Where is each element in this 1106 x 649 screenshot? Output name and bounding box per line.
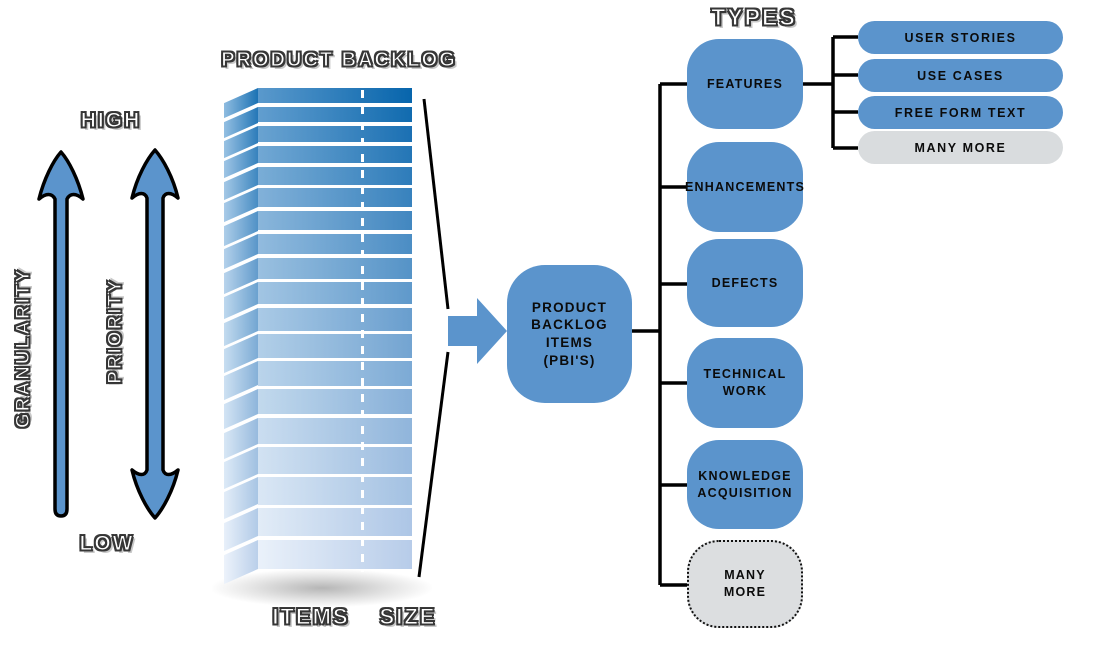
- backlog-layer: [224, 417, 412, 459]
- backlog-layer-main-face: [258, 477, 412, 505]
- backlog-layer-main-face: [258, 257, 412, 279]
- backlog-layer-main-face: [258, 361, 412, 386]
- stack-dashed-divider: [361, 90, 364, 572]
- backlog-layer-main-face: [258, 417, 412, 444]
- backlog-layer-main-face: [258, 539, 412, 569]
- backlog-layer-main-face: [258, 210, 412, 231]
- type-box-technical-work: TECHNICAL WORK: [687, 338, 803, 428]
- backlog-layer: [224, 334, 412, 373]
- subtype-pill-free-form-text: FREE FORM TEXT: [858, 96, 1063, 129]
- backlog-layer-main-face: [258, 307, 412, 331]
- backlog-layer: [224, 508, 412, 552]
- type-box-many-more: MANY MORE: [687, 540, 803, 628]
- subtype-pill-use-cases: USE CASES: [858, 59, 1063, 92]
- items-label: ITEMS: [272, 603, 350, 629]
- backlog-layer-main-face: [258, 282, 412, 305]
- backlog-layer-main-face: [258, 508, 412, 537]
- stack-shadow: [212, 569, 432, 607]
- granularity-axis-label: GRANULARITY: [12, 267, 34, 429]
- backlog-layer: [224, 233, 412, 270]
- backlog-layer: [224, 257, 412, 295]
- backlog-layer: [224, 125, 412, 158]
- backlog-layer: [224, 106, 412, 138]
- backlog-layer-main-face: [258, 233, 412, 255]
- backlog-stack-layers: [224, 88, 412, 585]
- size-label: SIZE: [379, 603, 437, 629]
- backlog-layer: [224, 447, 412, 489]
- granularity-arrow: [37, 150, 85, 518]
- types-title: TYPES: [711, 3, 797, 30]
- product-backlog-items-box: PRODUCT BACKLOG ITEMS (PBI'S): [507, 265, 632, 403]
- backlog-layer-main-face: [258, 447, 412, 474]
- backlog-layer-main-face: [258, 166, 412, 185]
- type-box-features: FEATURES: [687, 39, 803, 129]
- type-box-knowledge-acquisition: KNOWLEDGE ACQUISITION: [687, 440, 803, 529]
- product-backlog-title: PRODUCT BACKLOG: [221, 48, 457, 71]
- backlog-layer: [224, 307, 412, 346]
- backlog-layer-main-face: [258, 106, 412, 123]
- high-label: HIGH: [80, 108, 142, 132]
- convergence-line-bottom: [417, 351, 450, 578]
- subtype-pill-many-more: MANY MORE: [858, 131, 1063, 164]
- priority-axis-label: PRIORITY: [104, 278, 126, 385]
- convergence-line-top: [422, 98, 450, 310]
- priority-double-arrow: [130, 148, 180, 520]
- type-box-defects: DEFECTS: [687, 239, 803, 327]
- backlog-layer-main-face: [258, 145, 412, 164]
- pbi-flow-arrow: [448, 298, 507, 364]
- backlog-layer: [224, 477, 412, 520]
- type-box-enhancements: ENHANCEMENTS: [685, 142, 804, 232]
- backlog-layer: [224, 361, 412, 401]
- backlog-layer: [224, 145, 412, 179]
- backlog-layer-main-face: [258, 125, 412, 143]
- backlog-layer-main-face: [258, 88, 412, 103]
- subtype-pill-user-stories: USER STORIES: [858, 21, 1063, 54]
- product-backlog-stack: [224, 88, 412, 585]
- backlog-layer: [224, 166, 412, 200]
- backlog-layer-main-face: [258, 334, 412, 358]
- backlog-layer-main-face: [258, 389, 412, 415]
- backlog-layer: [224, 282, 412, 320]
- low-label: LOW: [79, 531, 135, 555]
- backlog-layer: [224, 210, 412, 246]
- backlog-layer: [224, 88, 412, 119]
- backlog-layer: [224, 539, 412, 585]
- backlog-layer-main-face: [258, 188, 412, 208]
- backlog-layer: [224, 188, 412, 223]
- backlog-layer: [224, 389, 412, 430]
